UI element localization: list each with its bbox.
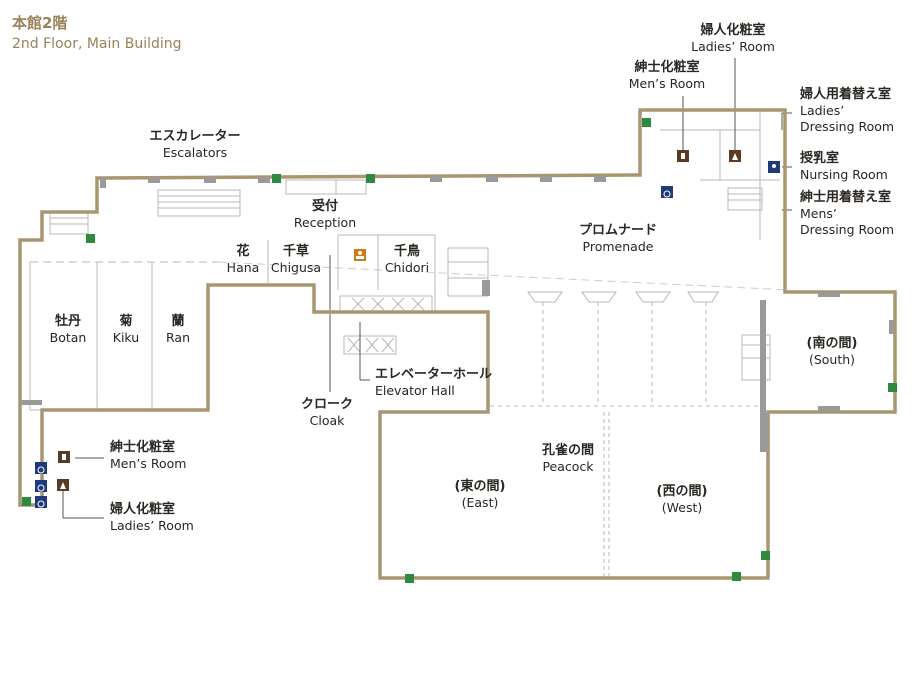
- label-nursing: 授乳室 Nursing Room: [800, 151, 918, 183]
- cloak-en: Cloak: [309, 413, 345, 429]
- escalators-jp: エスカレーター: [149, 129, 241, 144]
- label-reception: 受付 Reception: [280, 199, 370, 231]
- room-south-en: (South): [808, 352, 856, 368]
- emergency-exit-icon: [888, 383, 897, 392]
- womens-restroom-icon: [729, 150, 741, 162]
- room-botan-en: Botan: [49, 330, 87, 346]
- room-kiku-jp: 菊: [119, 314, 133, 329]
- mens-dressing-jp: 紳士用着替え室: [800, 190, 892, 205]
- reception-en: Reception: [293, 215, 357, 231]
- room-peacock-jp: 孔雀の間: [541, 443, 594, 458]
- mens-dressing-en1: Mens’: [800, 206, 837, 222]
- room-chigusa-jp: 千草: [282, 244, 309, 259]
- nursing-jp: 授乳室: [800, 151, 840, 166]
- floor-title-jp: 本館2階: [12, 14, 68, 32]
- room-east-jp: (東の間): [454, 479, 506, 494]
- ladies-room-left-jp: 婦人化粧室: [110, 502, 176, 517]
- label-elevator-hall: エレベーターホール Elevator Hall: [375, 367, 525, 399]
- wheelchair-icon: [35, 496, 47, 508]
- label-ladies-room-left: 婦人化粧室 Ladies’ Room: [110, 502, 220, 534]
- emergency-exit-icon: [732, 572, 741, 581]
- label-cloak: クローク Cloak: [292, 397, 362, 429]
- ladies-room-top-en: Ladies’ Room: [691, 39, 775, 55]
- elevator-hall-jp: エレベーターホール: [375, 367, 493, 382]
- room-chigusa-en: Chigusa: [270, 260, 322, 276]
- room-south-jp: (南の間): [806, 336, 858, 351]
- mens-room-left-en: Men’s Room: [110, 456, 187, 472]
- ladies-dressing-jp: 婦人用着替え室: [800, 87, 892, 102]
- room-botan: 牡丹 Botan: [40, 314, 96, 346]
- room-peacock: 孔雀の間 Peacock: [520, 443, 616, 475]
- room-west-en: (West): [661, 500, 703, 516]
- label-escalators: エスカレーター Escalators: [130, 129, 260, 161]
- emergency-exit-icon: [366, 174, 375, 183]
- room-ran: 蘭 Ran: [154, 314, 202, 346]
- mens-restroom-icon: [58, 451, 70, 463]
- room-hana: 花 Hana: [220, 244, 266, 276]
- reception-jp: 受付: [311, 199, 338, 214]
- room-chidori-jp: 千鳥: [393, 244, 420, 259]
- room-chigusa: 千草 Chigusa: [266, 244, 326, 276]
- room-chidori: 千鳥 Chidori: [378, 244, 436, 276]
- room-west: (西の間) (West): [640, 484, 724, 516]
- room-east-en: (East): [461, 495, 499, 511]
- room-west-jp: (西の間): [656, 484, 708, 499]
- floor-title-en: 2nd Floor, Main Building: [12, 36, 182, 52]
- room-chidori-en: Chidori: [384, 260, 430, 276]
- emergency-exit-icon: [642, 118, 651, 127]
- wheelchair-icon: [35, 462, 47, 474]
- label-ladies-dressing: 婦人用着替え室 Ladies’ Dressing Room: [800, 87, 918, 135]
- room-hana-en: Hana: [226, 260, 260, 276]
- room-ran-en: Ran: [166, 330, 190, 346]
- mens-restroom-icon: [677, 150, 689, 162]
- ladies-dressing-en1: Ladies’: [800, 103, 845, 119]
- emergency-exit-icons: [22, 118, 897, 583]
- emergency-exit-icon: [86, 234, 95, 243]
- room-kiku-en: Kiku: [112, 330, 140, 346]
- nursing-icon: [768, 161, 780, 173]
- room-ran-jp: 蘭: [171, 314, 185, 329]
- elevator-hall-en: Elevator Hall: [375, 383, 455, 399]
- room-peacock-en: Peacock: [542, 459, 594, 475]
- cloak-jp: クローク: [300, 397, 353, 412]
- floor-title: 本館2階 2nd Floor, Main Building: [12, 12, 182, 52]
- emergency-exit-icon: [761, 551, 770, 560]
- mens-room-top-jp: 紳士化粧室: [634, 60, 700, 75]
- ladies-room-left-en: Ladies’ Room: [110, 518, 194, 534]
- promenade-en: Promenade: [582, 239, 654, 255]
- room-botan-jp: 牡丹: [54, 314, 81, 329]
- womens-restroom-icon: [57, 479, 69, 491]
- emergency-exit-icon: [22, 497, 31, 506]
- room-hana-jp: 花: [236, 244, 250, 259]
- mens-dressing-en2: Dressing Room: [800, 221, 895, 237]
- reception-person-icon: [354, 249, 366, 261]
- emergency-exit-icon: [405, 574, 414, 583]
- promenade-jp: プロムナード: [578, 223, 657, 238]
- room-east: (東の間) (East): [438, 479, 522, 511]
- label-mens-dressing: 紳士用着替え室 Mens’ Dressing Room: [800, 190, 918, 238]
- mens-room-left-jp: 紳士化粧室: [110, 440, 176, 455]
- escalators-en: Escalators: [162, 145, 228, 161]
- label-mens-room-top: 紳士化粧室 Men’s Room: [617, 60, 717, 92]
- ladies-dressing-en2: Dressing Room: [800, 118, 895, 134]
- wheelchair-icon: [35, 480, 47, 492]
- room-south: (南の間) (South): [790, 336, 874, 368]
- room-kiku: 菊 Kiku: [102, 314, 150, 346]
- mens-room-top-en: Men’s Room: [628, 76, 706, 92]
- wheelchair-icon: [661, 186, 673, 198]
- ladies-room-top-jp: 婦人化粧室: [700, 23, 766, 38]
- nursing-en: Nursing Room: [800, 167, 888, 183]
- label-mens-room-left: 紳士化粧室 Men’s Room: [110, 440, 220, 472]
- emergency-exit-icon: [272, 174, 281, 183]
- label-promenade: プロムナード Promenade: [560, 223, 676, 255]
- label-ladies-room-top: 婦人化粧室 Ladies’ Room: [678, 23, 788, 55]
